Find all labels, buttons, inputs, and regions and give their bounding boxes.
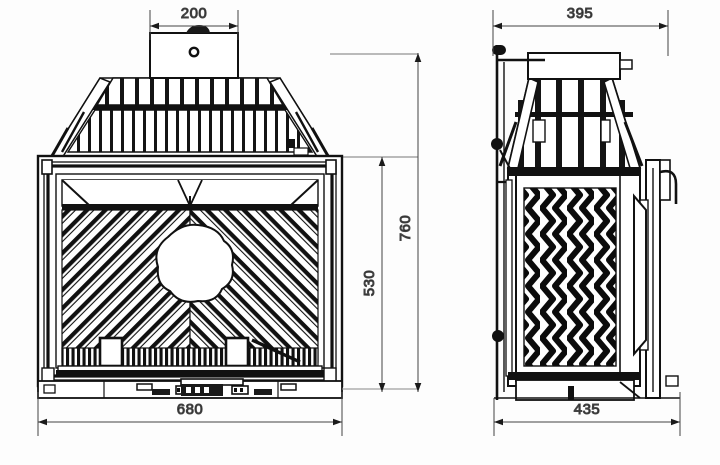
baffle-plate xyxy=(61,179,319,214)
dimension-435: 435 xyxy=(493,392,681,436)
door-handle[interactable] xyxy=(659,169,678,204)
base-outline xyxy=(515,379,635,401)
side-firebrick-zigzag xyxy=(523,187,617,367)
lug-bottom-right xyxy=(323,367,337,383)
dimension-395: 395 xyxy=(492,5,669,56)
flue-collar xyxy=(149,25,239,79)
hearth-lip xyxy=(56,370,324,376)
flue-damper-knob xyxy=(186,25,210,33)
lug-bottom-left xyxy=(41,367,55,383)
dimension-layer: 200 395 760 530 xyxy=(37,5,681,436)
side-flue-spigot xyxy=(619,59,633,70)
side-hood-rail xyxy=(515,112,633,117)
panel-air-control[interactable] xyxy=(181,384,223,396)
side-flue-collar xyxy=(527,52,633,80)
dimension-760: 760 xyxy=(397,53,422,392)
side-elevation-view xyxy=(491,45,680,401)
side-bottom-plate xyxy=(508,372,640,380)
side-base-pedestal xyxy=(494,379,680,401)
door-inner-profile xyxy=(633,193,647,357)
dimension-200: 200 xyxy=(149,5,239,40)
dimension-label-395: 395 xyxy=(567,5,594,22)
control-panel xyxy=(37,378,343,399)
panel-slot-5 xyxy=(254,389,272,395)
front-elevation-view xyxy=(36,25,418,399)
hinge-pin-top xyxy=(492,45,506,55)
dimension-label-760: 760 xyxy=(397,215,414,242)
hood-mid-rail xyxy=(92,105,288,110)
grate-post-right xyxy=(224,336,250,368)
lug-top-left xyxy=(41,159,53,175)
panel-port-left xyxy=(43,384,56,394)
panel-slot-1 xyxy=(136,383,153,391)
door-column-right xyxy=(633,159,679,399)
grate-brace xyxy=(251,338,301,364)
dimension-label-680: 680 xyxy=(177,401,204,418)
panel-slot-2 xyxy=(152,389,170,395)
flue-bolt-icon xyxy=(188,46,200,58)
base-leg xyxy=(568,386,574,400)
grate-bars xyxy=(57,336,323,373)
side-hood xyxy=(498,76,644,169)
dimension-label-200: 200 xyxy=(181,5,208,22)
door-top-cap xyxy=(659,159,671,201)
hood-lower-ribs xyxy=(66,109,314,153)
dimension-530: 530 xyxy=(361,157,386,392)
side-top-plate xyxy=(508,168,640,176)
lug-top-right xyxy=(325,159,337,175)
side-body xyxy=(505,167,641,387)
hinge-pin-bottom xyxy=(492,330,504,342)
firebox-interior xyxy=(56,179,324,376)
dimension-label-435: 435 xyxy=(574,401,601,418)
hinge-pin-mid xyxy=(491,138,503,150)
dimension-680: 680 xyxy=(37,392,343,436)
side-flue-box xyxy=(527,52,621,80)
panel-slot-6 xyxy=(280,383,297,391)
baffle-lip xyxy=(62,204,318,210)
log-silhouette xyxy=(155,223,234,303)
grate-post-left xyxy=(98,336,124,368)
dimension-label-530: 530 xyxy=(361,270,378,297)
hood-upper-ribs xyxy=(95,77,285,106)
hood-bracket-right xyxy=(286,139,295,148)
